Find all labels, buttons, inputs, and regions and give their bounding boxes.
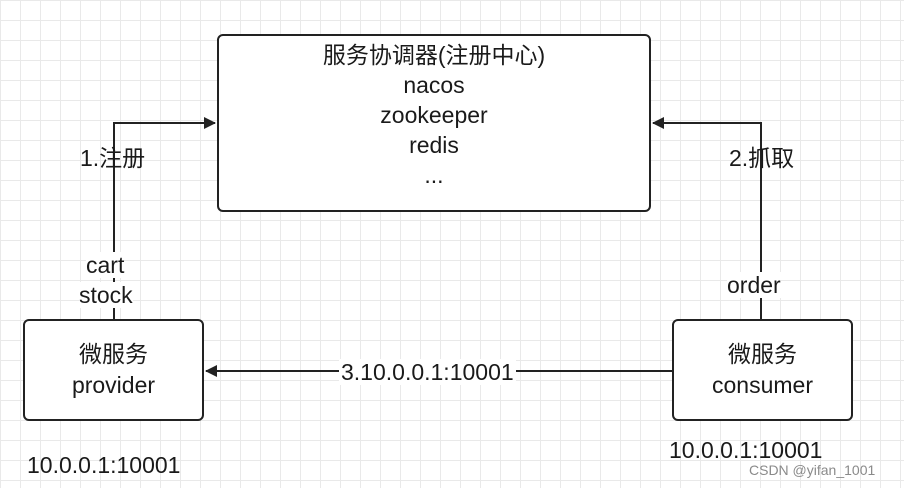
registry-option-redis: redis bbox=[409, 132, 459, 158]
registry-title: 服务协调器(注册中心) bbox=[322, 42, 546, 68]
provider-service-cart: cart bbox=[86, 252, 125, 278]
consumer-address: 10.0.0.1:10001 bbox=[669, 437, 823, 463]
call-edge-label: 3.10.0.0.1:10001 bbox=[339, 359, 516, 385]
provider-title: 微服务 bbox=[79, 341, 148, 367]
registry-option-more: ... bbox=[424, 162, 444, 188]
fetch-arrow bbox=[652, 117, 762, 319]
registry-option-zookeeper: zookeeper bbox=[380, 102, 488, 128]
registry-option-nacos: nacos bbox=[403, 72, 465, 98]
consumer-title: 微服务 bbox=[728, 341, 797, 367]
provider-service-stock: stock bbox=[79, 282, 133, 308]
fetch-edge-label: 2.抓取 bbox=[729, 145, 795, 171]
provider-address: 10.0.0.1:10001 bbox=[27, 452, 181, 478]
provider-name: provider bbox=[71, 372, 156, 398]
consumer-service-order: order bbox=[727, 272, 781, 298]
provider-node[interactable]: 微服务 provider bbox=[23, 319, 204, 421]
consumer-node[interactable]: 微服务 consumer bbox=[672, 319, 853, 421]
register-edge-label: 1.注册 bbox=[80, 145, 146, 171]
watermark: CSDN @yifan_1001 bbox=[749, 462, 876, 478]
registry-node[interactable]: 服务协调器(注册中心) nacos zookeeper redis ... bbox=[217, 34, 651, 212]
consumer-name: consumer bbox=[712, 372, 813, 398]
